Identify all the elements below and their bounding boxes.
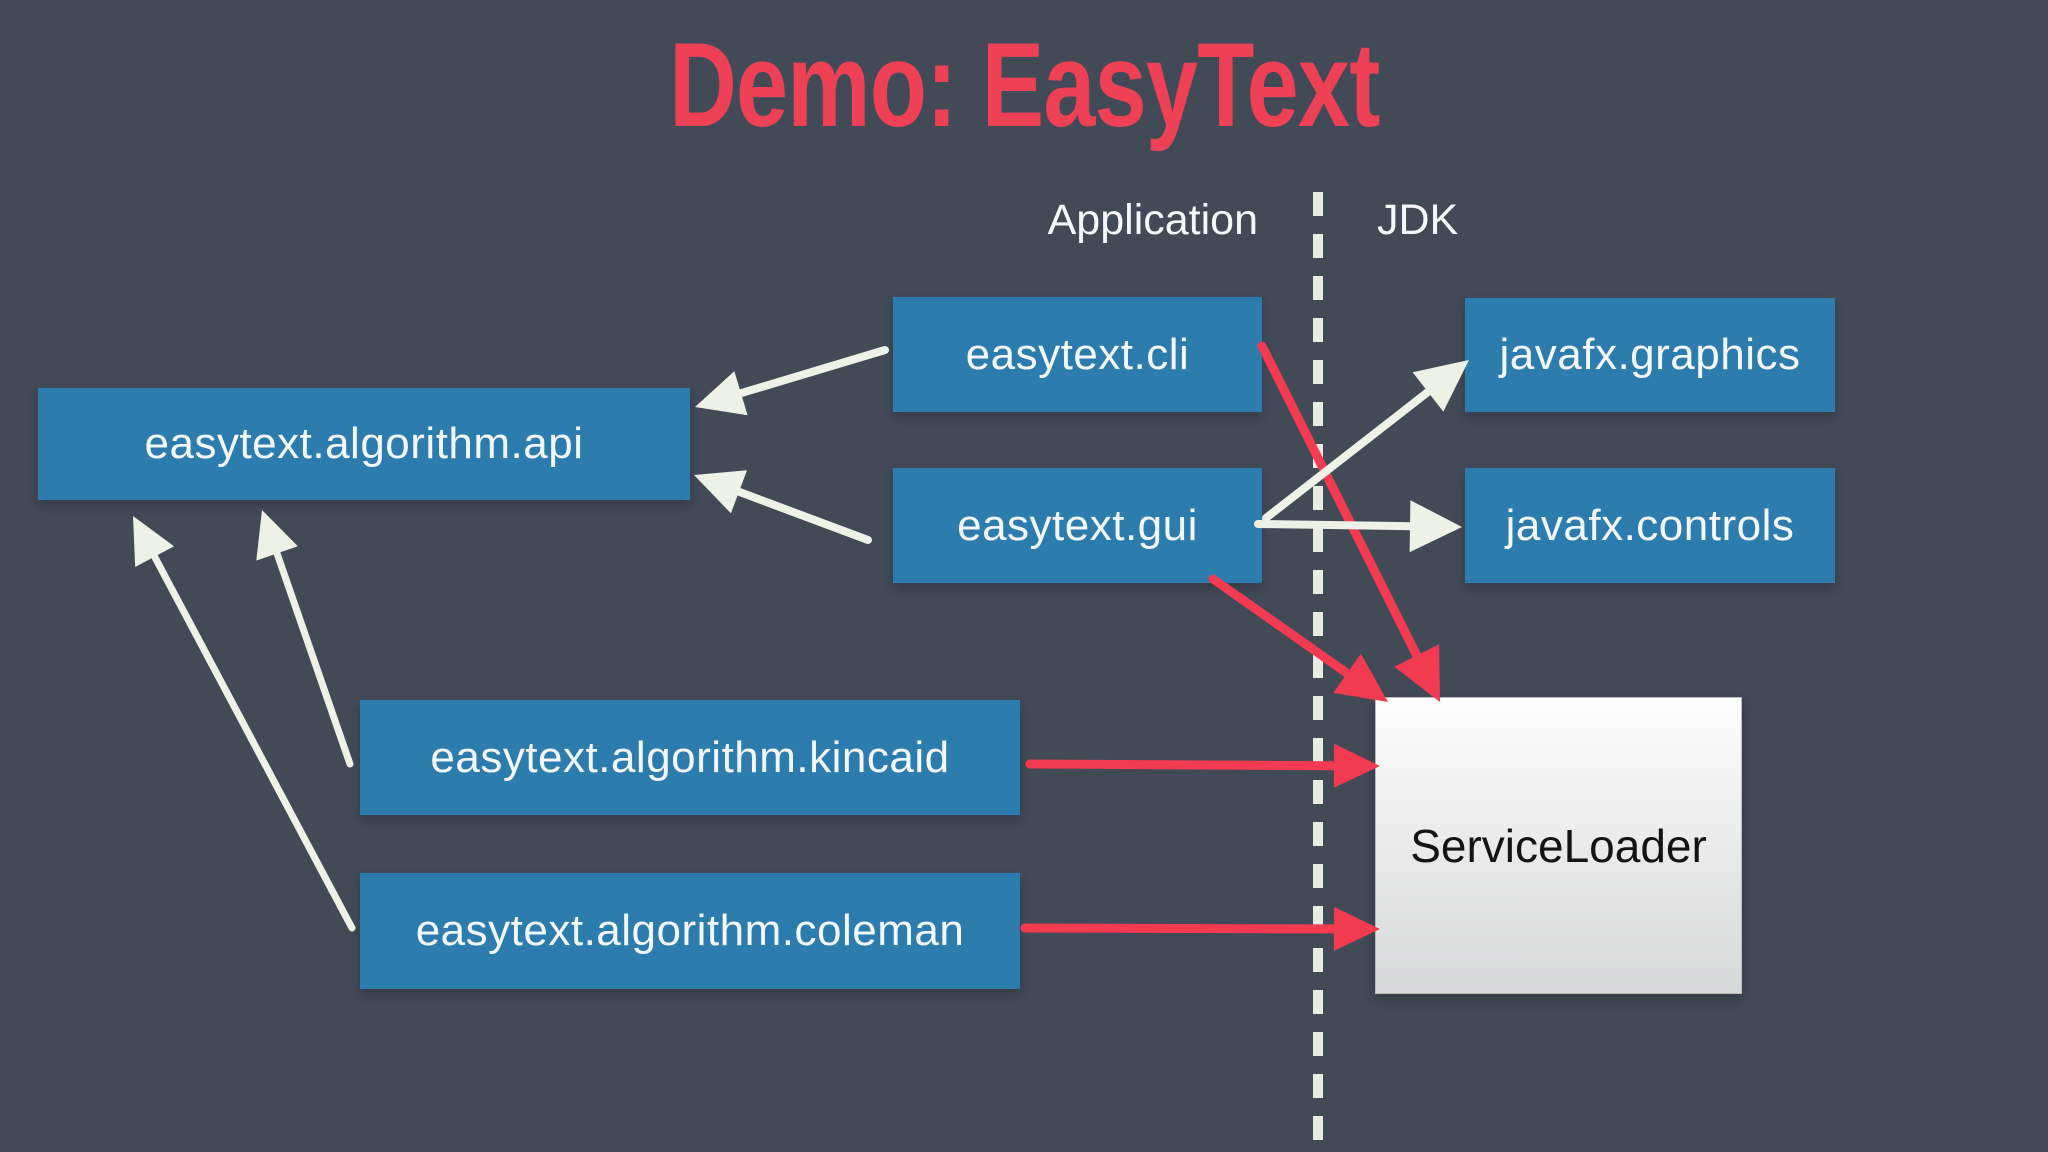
module-label: easytext.algorithm.kincaid [430,732,950,782]
application-section-label: Application [1047,196,1258,244]
boundary-dashed-line [1313,192,1323,1152]
arrowhead-kincaid-to-serviceloader [1333,743,1380,788]
page-title-text: Demo: EasyText [668,18,1380,152]
arrowhead-cli-to-api [695,371,748,416]
serviceloader-label: ServiceLoader [1410,819,1707,872]
page-title: Demo: EasyText [0,16,2048,154]
arrow-line-kincaid-to-serviceloader [1025,759,1339,771]
arrowhead-cli-to-serviceloader [1394,644,1440,702]
arrow-line-cli-to-api [736,346,889,398]
arrow-line-coleman-to-api [151,553,356,932]
arrowhead-gui-to-api [694,470,748,514]
arrowhead-coleman-to-api [133,516,175,567]
module-label: easytext.algorithm.coleman [415,906,965,955]
arrow-line-gui-to-controls [1254,520,1415,531]
module-label: easytext.cli [965,329,1190,379]
module-label: easytext.algorithm.api [144,419,584,468]
module-label: javafx.controls [1505,500,1795,550]
jdk-section-label: JDK [1377,196,1459,244]
module-box-easytext-algorithm-kincaid: easytext.algorithm.kincaid [360,700,1020,815]
arrow-line-kincaid-to-api [273,549,354,768]
arrow-line-gui-to-graphics [1262,387,1432,522]
arrowhead-gui-to-serviceloader [1333,653,1388,702]
serviceloader-box: ServiceLoader [1375,697,1742,994]
arrowhead-kincaid-to-api [256,510,298,561]
module-label: javafx.graphics [1499,330,1801,379]
arrowhead-coleman-to-serviceloader [1333,906,1380,951]
arrowhead-gui-to-controls [1409,500,1462,553]
module-box-javafx-graphics: javafx.graphics [1465,298,1835,412]
arrowhead-gui-to-graphics [1412,360,1469,412]
arrow-line-coleman-to-serviceloader [1020,923,1339,934]
module-box-easytext-algorithm-coleman: easytext.algorithm.coleman [360,873,1020,989]
arrow-line-gui-to-api [734,487,872,544]
module-label: easytext.gui [957,500,1198,550]
arrow-line-cli-to-serviceloader [1257,341,1422,660]
module-box-easytext-cli: easytext.cli [893,297,1262,412]
module-box-javafx-controls: javafx.controls [1465,468,1835,583]
module-box-easytext-gui: easytext.gui [893,468,1262,583]
module-box-easytext-algorithm-api: easytext.algorithm.api [38,388,690,500]
arrow-line-gui-to-serviceloader [1208,574,1352,678]
